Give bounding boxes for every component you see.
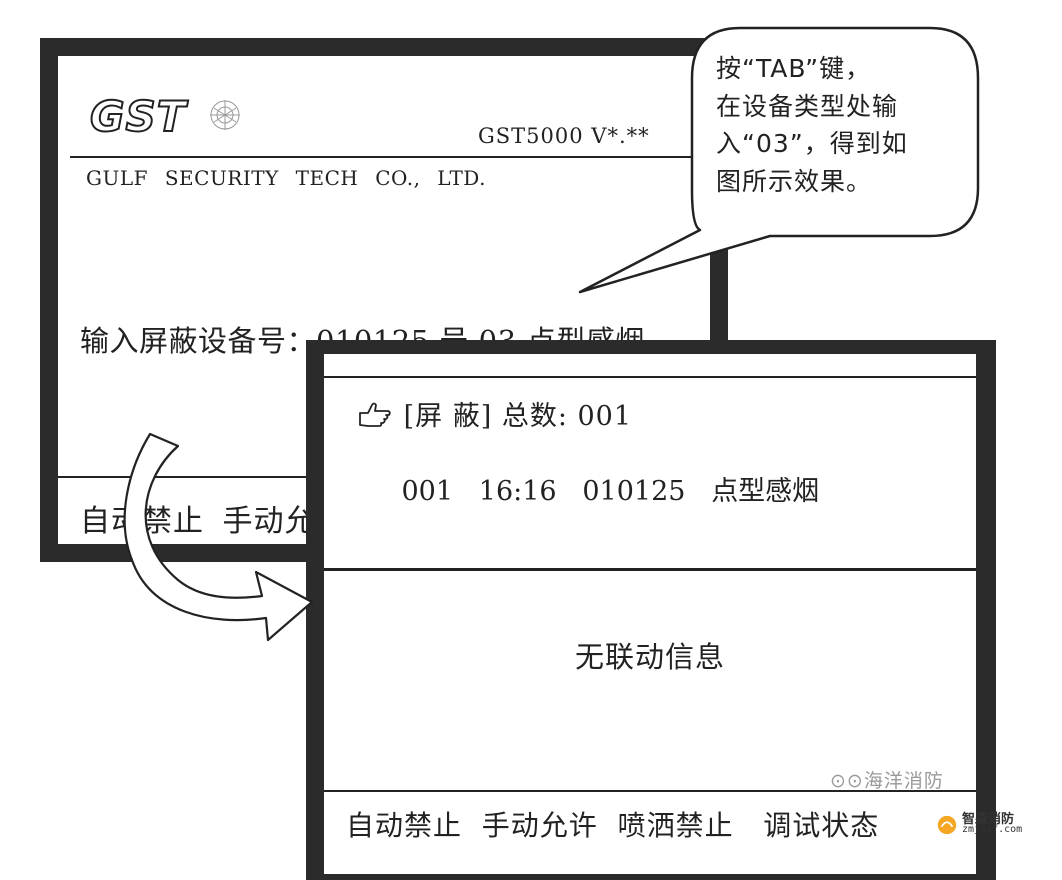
shield-header-text: [屏 蔽] 总数: 001 xyxy=(403,401,633,432)
callout-text: 按“TAB”键， 在设备类型处输 入“03”，得到如 图所示效果。 xyxy=(716,50,956,200)
shield-header: [屏 蔽] 总数: 001 xyxy=(358,394,632,433)
bottom-divider xyxy=(324,790,976,792)
callout-line: 入“03”，得到如 xyxy=(716,129,908,158)
middle-divider xyxy=(324,568,976,571)
site-name-cn: 智淼消防 xyxy=(962,812,1015,827)
company-name: GULF SECURITY TECH CO., LTD. xyxy=(86,166,486,190)
model-version: GST5000 V*.** xyxy=(478,124,650,148)
record-type: 点型感烟 xyxy=(711,476,820,507)
shield-record-row[interactable]: 001 16:16 010125 点型感烟 xyxy=(350,438,820,539)
callout-line: 按“TAB”键， xyxy=(716,54,872,83)
wechat-icon: ⊙⊙ xyxy=(830,770,864,792)
record-time: 16:16 xyxy=(478,476,557,507)
site-watermark: 智淼消防 zmjaxf.com xyxy=(936,808,1046,846)
back-status-bar: 自动禁止 手动允 xyxy=(80,504,316,539)
pointing-hand-icon xyxy=(359,402,391,427)
callout-line: 图所示效果。 xyxy=(716,166,873,196)
front-screen-display: [屏 蔽] 总数: 001 001 16:16 010125 点型感烟 无联动信… xyxy=(324,354,976,874)
wechat-watermark: ⊙⊙海洋消防 xyxy=(830,766,944,793)
record-device: 010125 xyxy=(582,476,686,507)
site-name-en: zmjaxf.com xyxy=(962,824,1023,835)
callout-line: 在设备类型处输 xyxy=(716,91,899,121)
front-screen-bezel: [屏 蔽] 总数: 001 001 16:16 010125 点型感烟 无联动信… xyxy=(306,340,996,880)
wechat-watermark-text: 海洋消防 xyxy=(863,770,944,792)
top-divider xyxy=(324,376,976,378)
logo-mark-icon xyxy=(210,100,240,130)
no-linkage-message: 无联动信息 xyxy=(574,640,725,674)
record-index: 001 xyxy=(401,476,454,507)
front-status-bar: 自动禁止 手动允许 喷洒禁止 调试状态 xyxy=(346,809,880,842)
gst-logo: GST xyxy=(89,92,187,141)
site-logo-icon xyxy=(937,815,957,835)
header-divider xyxy=(70,156,710,158)
